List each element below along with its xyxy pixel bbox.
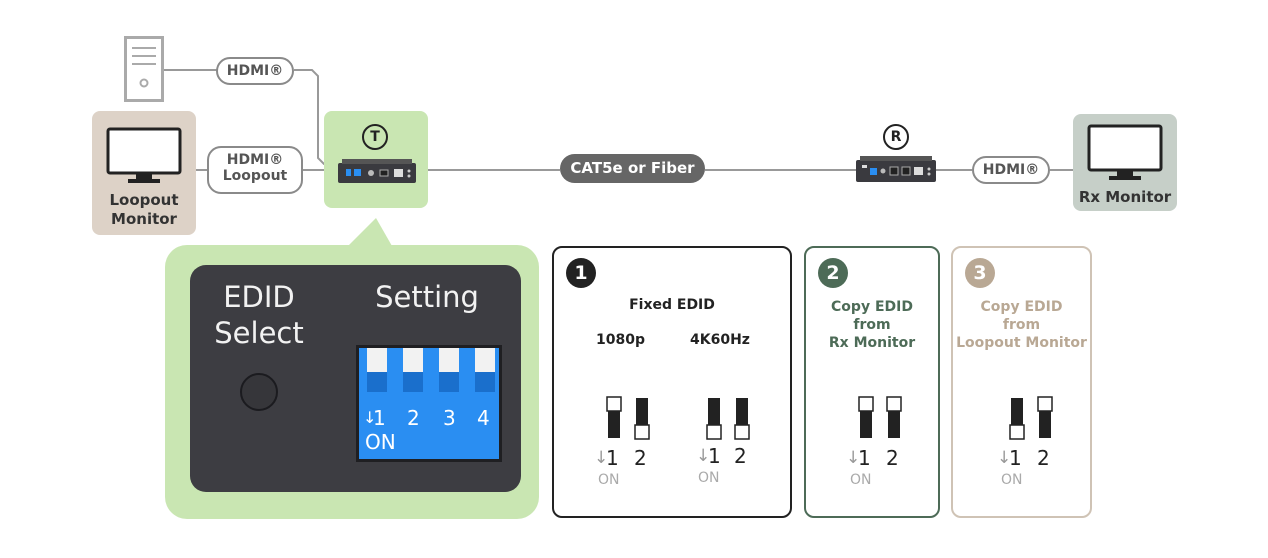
edid-select-label: EDID Select (214, 280, 304, 350)
switch-pair-4k60hz (706, 398, 750, 440)
switch-2-label: 2 (886, 446, 899, 470)
dip-switch-2[interactable] (403, 348, 423, 392)
switch-1-label: 1 (1009, 446, 1022, 470)
transmitter-badge: T (362, 124, 388, 150)
switch-pair-copy-loopout (1009, 396, 1053, 440)
on-label: ON (850, 472, 872, 488)
loopout-monitor-panel: Loopout Monitor (92, 111, 196, 235)
on-label: ON (598, 472, 620, 488)
dip-switch-4[interactable] (475, 348, 495, 392)
rx-monitor-panel: Rx Monitor (1073, 114, 1177, 211)
transmitter-device-icon (338, 159, 416, 183)
dip-number-4: 4 (477, 406, 490, 430)
down-arrow-icon: ↓ (846, 448, 861, 468)
monitor-icon (106, 127, 182, 183)
down-arrow-icon: ↓ (696, 446, 711, 466)
edid-device-face: EDID Select Setting ↓ 1 2 3 4 ON (190, 265, 521, 492)
hdmi-loopout-label: HDMI® Loopout (207, 146, 303, 194)
hdmi-rx-label: HDMI® (972, 156, 1050, 184)
monitor-icon (1087, 124, 1163, 180)
option-1080p-label: 1080p (596, 332, 645, 348)
mode-card-copy-loopout: 3 Copy EDID from Loopout Monitor ↓ 1 2 O… (951, 246, 1092, 518)
loopout-monitor-label: Loopout Monitor (109, 191, 179, 228)
rx-monitor-label: Rx Monitor (1078, 188, 1172, 206)
dip-switch-3[interactable] (439, 348, 459, 392)
edid-select-button[interactable] (240, 373, 278, 411)
setting-label: Setting (375, 280, 479, 314)
dip-number-3: 3 (443, 406, 456, 430)
switch-2-label: 2 (634, 446, 647, 470)
down-arrow-icon: ↓ (997, 448, 1012, 468)
mode-title: Fixed EDID (629, 297, 715, 313)
transmitter-panel: T (324, 111, 428, 208)
switch-1-label: 1 (858, 446, 871, 470)
option-4k60hz-label: 4K60Hz (690, 332, 750, 348)
edid-callout-panel: EDID Select Setting ↓ 1 2 3 4 ON (165, 245, 539, 519)
dip-number-2: 2 (407, 406, 420, 430)
switch-2-label: 2 (734, 444, 747, 468)
mode-number-badge: 1 (566, 258, 596, 288)
switch-2-label: 2 (1037, 446, 1050, 470)
switch-pair-1080p (606, 396, 650, 440)
receiver-device-icon (856, 156, 936, 182)
dip-number-1: 1 (373, 406, 386, 430)
dip-on-label: ON (365, 430, 396, 454)
on-label: ON (1001, 472, 1023, 488)
mode-number-badge: 2 (818, 258, 848, 288)
hdmi-source-label: HDMI® (216, 57, 294, 85)
dip-switch-block: ↓ 1 2 3 4 ON (356, 345, 502, 462)
switch-1-label: 1 (708, 444, 721, 468)
switch-pair-copy-rx (858, 396, 902, 438)
mode-number-badge: 3 (965, 258, 995, 288)
dip-switch-body: ↓ 1 2 3 4 ON (359, 348, 499, 459)
mode-card-copy-rx: 2 Copy EDID from Rx Monitor ↓ 1 2 ON (804, 246, 940, 518)
computer-tower-icon (124, 36, 164, 102)
callout-pointer (348, 218, 392, 246)
cable-label: CAT5e or Fiber (560, 154, 705, 183)
mode-title: Copy EDID from Rx Monitor (828, 299, 916, 352)
on-label: ON (698, 470, 720, 486)
receiver-badge: R (883, 124, 909, 150)
mode-title: Copy EDID from Loopout Monitor (956, 299, 1087, 352)
mode-card-fixed-edid: 1 Fixed EDID 1080p 4K60Hz ↓ 1 2 ON ↓ 1 2… (552, 246, 792, 518)
switch-1-label: 1 (606, 446, 619, 470)
dip-down-arrow-icon: ↓ (363, 408, 377, 427)
dip-switch-1[interactable] (367, 348, 387, 392)
down-arrow-icon: ↓ (594, 448, 609, 468)
